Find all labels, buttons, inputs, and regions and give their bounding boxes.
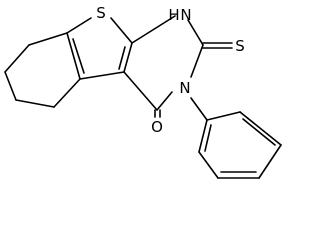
atom-label-hydrogen: H: [168, 6, 179, 24]
bond: [123, 71, 158, 111]
bond: [156, 91, 173, 111]
structure-svg: S H N S N O: [4, 4, 282, 179]
bond: [53, 78, 81, 108]
bond: [66, 32, 81, 80]
bond: [242, 118, 276, 146]
bond: [28, 32, 68, 46]
bond: [198, 151, 219, 179]
bond: [110, 17, 133, 44]
carbonyl-group: [154, 109, 161, 118]
bond: [187, 19, 204, 46]
bond: [239, 111, 282, 146]
bond: [131, 15, 176, 44]
thiophene-ring: [66, 17, 133, 80]
atom-label-nitrogen-1: N: [180, 6, 191, 24]
bond: [204, 124, 212, 152]
bond: [190, 97, 208, 121]
atom-label-ring-sulfur: S: [96, 4, 106, 22]
bond: [66, 17, 92, 34]
bond: [123, 42, 133, 73]
bond: [118, 46, 126, 70]
molecule-diagram: S H N S N O: [4, 4, 282, 179]
bond: [72, 38, 85, 74]
bond: [258, 144, 282, 179]
bond: [198, 119, 208, 153]
bond: [4, 71, 17, 101]
bond: [15, 99, 55, 108]
atom-label-oxygen: O: [151, 118, 163, 136]
bond: [4, 44, 30, 73]
bond: [79, 71, 125, 80]
atom-label-nitrogen-3: N: [179, 79, 190, 97]
bond: [190, 44, 204, 78]
cyclohexane-ring: [4, 32, 81, 108]
thione-group: [202, 42, 233, 49]
atom-label-thione-sulfur: S: [235, 37, 245, 55]
pyrimidine-ring: [123, 15, 204, 111]
phenyl-ring: [190, 97, 282, 179]
bond: [206, 111, 241, 121]
